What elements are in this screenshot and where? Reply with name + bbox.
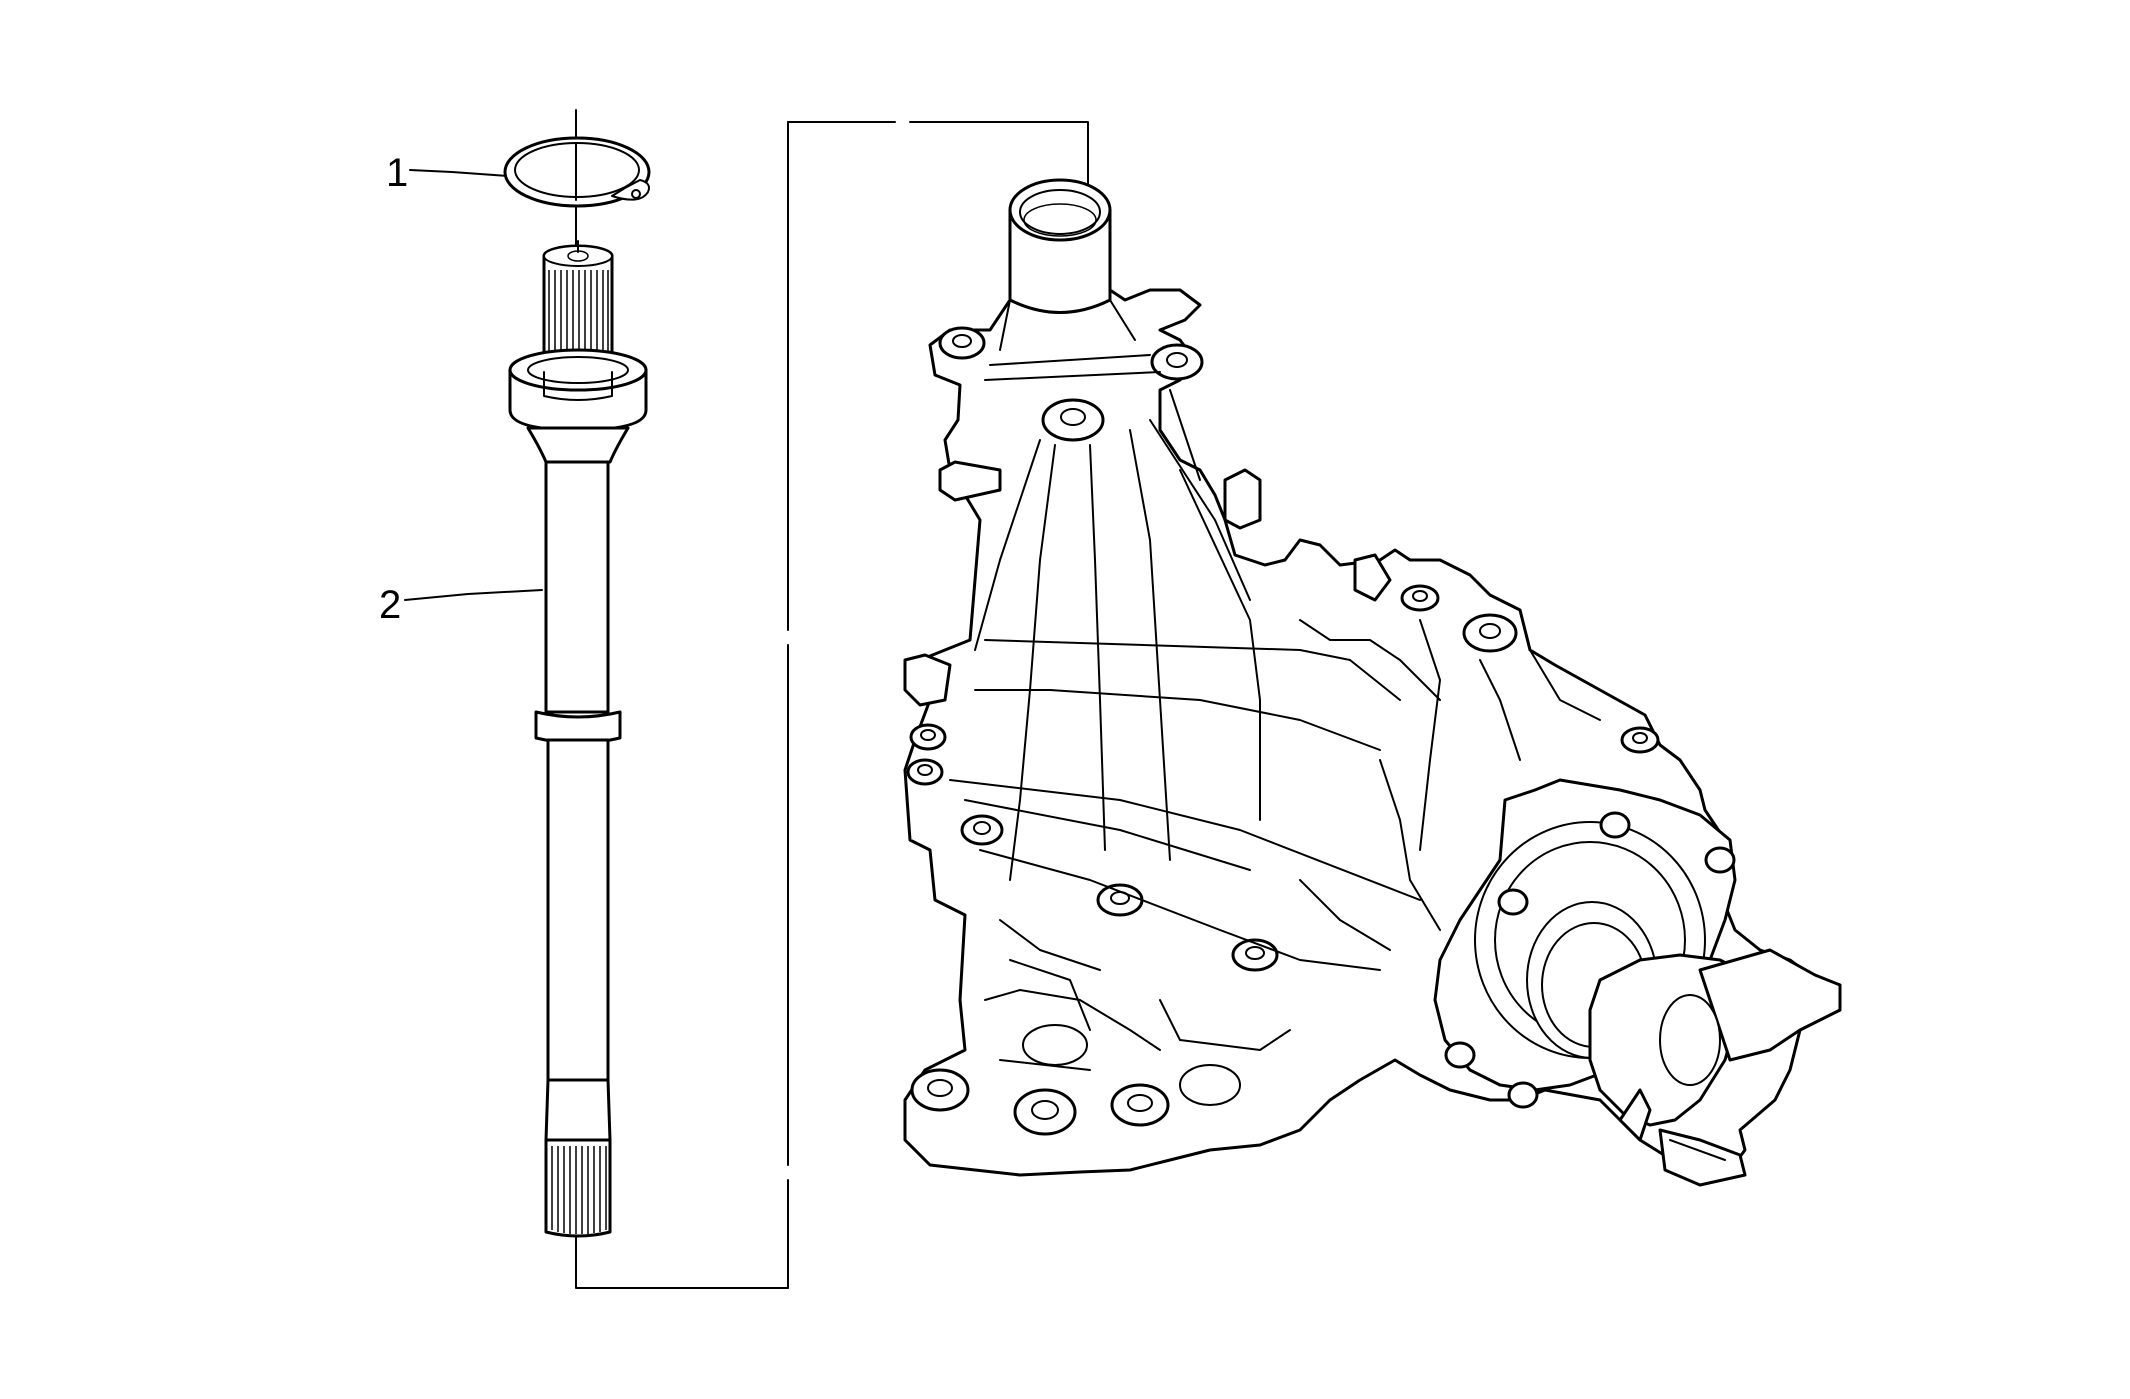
callout-2-label: 2: [379, 583, 401, 627]
callout-1: 1: [386, 151, 509, 195]
transfer-case-housing: [903, 178, 1842, 1187]
output-flange: [1433, 778, 1842, 1187]
assembly-lines: [575, 109, 1089, 1289]
housing-ribs: [949, 299, 1601, 1071]
retaining-ring-part: [503, 136, 651, 208]
callout-2-leader: [404, 589, 543, 601]
shaft-part: [508, 240, 648, 1238]
callout-1-label: 1: [386, 151, 408, 195]
housing-bosses: [906, 326, 1660, 1136]
shaft-bottom-splines: [551, 1146, 607, 1234]
callout-2: 2: [379, 583, 543, 627]
callout-1-leader: [409, 169, 509, 177]
